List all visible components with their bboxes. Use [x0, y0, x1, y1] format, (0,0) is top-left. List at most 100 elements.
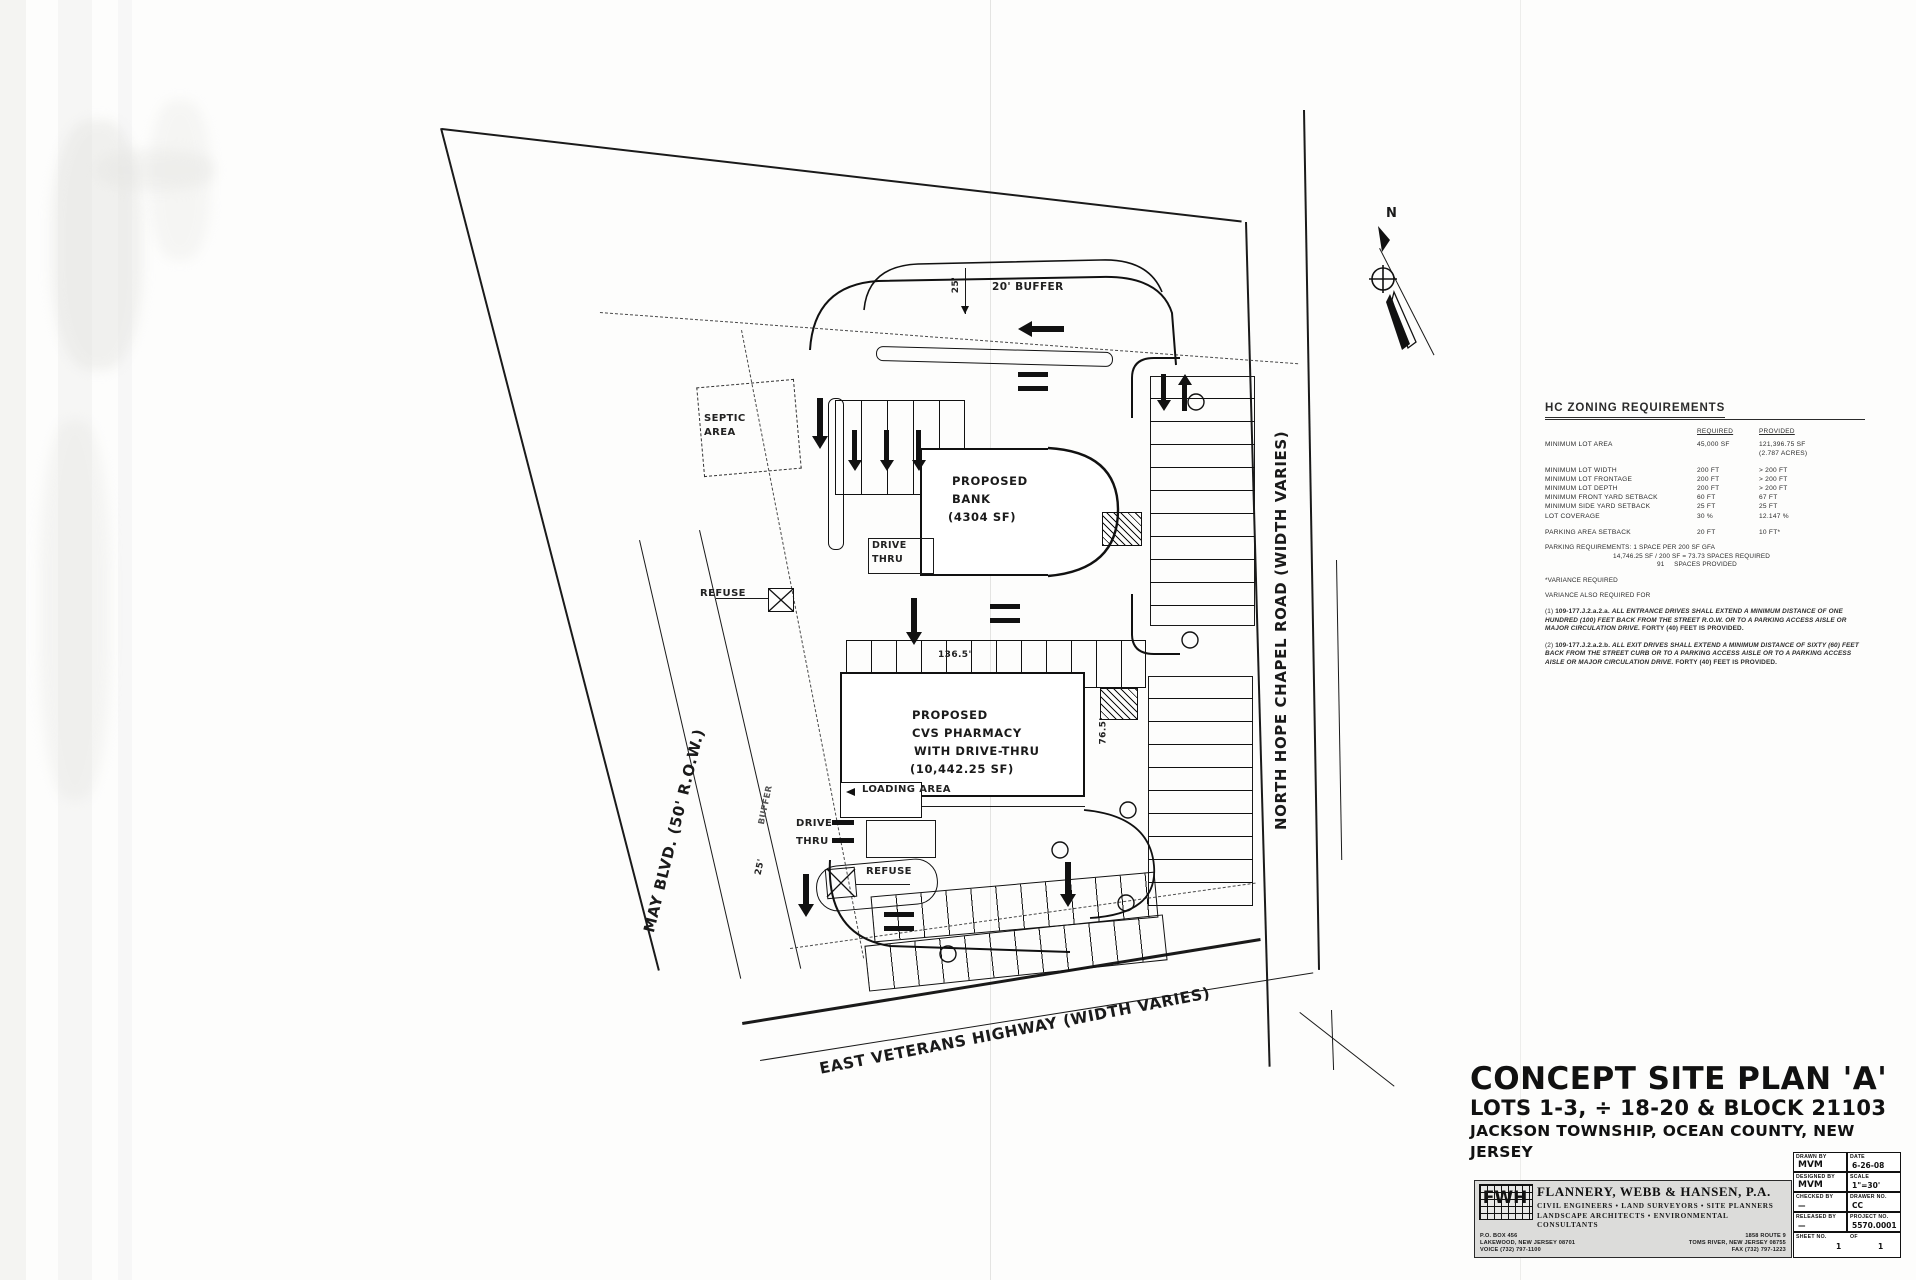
- scan-fold-line: [1520, 0, 1521, 1280]
- drawn-by-cell[interactable]: DRAWN BY MVM: [1793, 1152, 1847, 1172]
- zoning-row-required: 200 FT: [1697, 485, 1720, 493]
- office2-line2: TOMS RIVER, NEW JERSEY 08755: [1688, 1240, 1786, 1246]
- entrance-drive-inner-curb: [863, 259, 1163, 311]
- traffic-arrow-down-7: [1060, 862, 1076, 907]
- fwh-logo-text: FWH: [1482, 1188, 1528, 1208]
- zoning-row-required: 200 FT: [1697, 475, 1720, 483]
- sheet-of-value: 1: [1878, 1242, 1884, 1251]
- drawer-no-cell[interactable]: DRAWER NO. CC: [1847, 1192, 1901, 1212]
- scale-cell[interactable]: SCALE 1"=30': [1847, 1172, 1901, 1192]
- drawer-no-value: CC: [1852, 1201, 1864, 1210]
- released-by-cell[interactable]: RELEASED BY —: [1793, 1212, 1847, 1232]
- parking-count-marker: [1119, 801, 1137, 819]
- zoning-row-required: [1697, 449, 1759, 458]
- traffic-arrow-right-2: [884, 926, 914, 931]
- municipality-line: JACKSON TOWNSHIP, OCEAN COUNTY, NEW JERS…: [1470, 1122, 1855, 1161]
- parking-count-marker: [1051, 841, 1069, 859]
- sheet-no-label: SHEET NO.: [1796, 1234, 1827, 1240]
- refuse-enclosure-upper-x: [768, 588, 794, 612]
- drive-thru-arrow-2: [832, 838, 854, 843]
- variance-note-emphasis: FORTY (40) FEET IS PROVIDED.: [1675, 658, 1778, 666]
- sheet-no-cell[interactable]: SHEET NO. OF 1 1: [1793, 1232, 1901, 1258]
- veterans-hwy-connector: [1299, 1012, 1395, 1087]
- variance-note-text: ALL EXIT DRIVES SHALL EXTEND A MINIMUM D…: [1545, 641, 1859, 666]
- project-no-label: PROJECT NO.: [1850, 1214, 1889, 1220]
- road-label-veterans-hwy: EAST VETERANS HIGHWAY (WIDTH VARIES): [818, 984, 1212, 1078]
- zoning-row-label: MINIMUM LOT FRONTAGE: [1545, 475, 1633, 483]
- zoning-row-provided: 25 FT: [1759, 503, 1778, 511]
- southeast-drive-curb: [1083, 809, 1156, 919]
- zoning-row-provided: 121,396.75 SF: [1759, 441, 1806, 449]
- parking-provided-label: SPACES PROVIDED: [1674, 561, 1737, 569]
- firm-services-line-2: LANDSCAPE ARCHITECTS • ENVIRONMENTAL CON…: [1537, 1211, 1729, 1229]
- traffic-arrow-left-1-head: [1018, 321, 1032, 337]
- scan-artifact: [52, 120, 142, 370]
- zoning-title-rule: [1545, 419, 1865, 420]
- zoning-requirements-block: HC ZONING REQUIREMENTS REQUIRED PROVIDED…: [1545, 398, 1865, 676]
- checked-by-cell[interactable]: CHECKED BY —: [1793, 1192, 1847, 1212]
- traffic-arrow-right-1: [884, 912, 914, 917]
- parking-requirements-heading: PARKING REQUIREMENTS: 1 SPACE PER 200 SF…: [1545, 544, 1716, 552]
- traffic-arrow-down-5: [1157, 374, 1171, 411]
- bank-drive-thru-label-2: THRU: [872, 554, 904, 565]
- firm-office-toms-river: 1858 ROUTE 9 TOMS RIVER, NEW JERSEY 0875…: [1689, 1233, 1786, 1254]
- office2-line1: 1858 ROUTE 9: [1745, 1233, 1786, 1239]
- property-line-west: [440, 128, 660, 971]
- refuse-lower-leader: [856, 884, 910, 885]
- north-arrow-head: [1378, 226, 1390, 252]
- north-arrow-circle: [1369, 265, 1397, 293]
- variance-note-citation: 109-177.J.2.a.2.a.: [1555, 608, 1612, 615]
- drawer-no-label: DRAWER NO.: [1850, 1194, 1887, 1200]
- zoning-row-label: MINIMUM LOT WIDTH: [1545, 466, 1617, 474]
- variance-note-body: (1) 109-177.J.2.a.2.a. ALL ENTRANCE DRIV…: [1545, 608, 1865, 634]
- info-row-designed-scale: DESIGNED BY MVM SCALE 1"=30': [1793, 1172, 1901, 1192]
- variance-also-required-note: VARIANCE ALSO REQUIRED FOR: [1545, 592, 1651, 600]
- variance-note-emphasis: FORTY (40) FEET IS PROVIDED.: [1642, 625, 1744, 633]
- zoning-column-headers: REQUIRED PROVIDED: [1545, 427, 1865, 436]
- project-no-cell[interactable]: PROJECT NO. 5570.0001: [1847, 1212, 1901, 1232]
- title-block: CONCEPT SITE PLAN 'A' LOTS 1-3, ÷ 18-20 …: [1470, 1062, 1900, 1163]
- office2-line3: FAX (732) 797-1223: [1731, 1247, 1786, 1253]
- zoning-title: HC ZONING REQUIREMENTS: [1545, 402, 1726, 418]
- east-parking-stripes-upper: [1150, 376, 1255, 626]
- scan-artifact: [95, 150, 215, 190]
- designed-by-value: MVM: [1798, 1180, 1823, 1190]
- date-cell[interactable]: DATE 6-26-08: [1847, 1152, 1901, 1172]
- variance-note-body: (2) 109-177.J.2.a.2.b. ALL EXIT DRIVES S…: [1545, 642, 1865, 668]
- lots-line: LOTS 1-3, ÷ 18-20 & BLOCK 21103: [1470, 1096, 1887, 1120]
- pharmacy-drive-thru-canopy: [866, 820, 936, 858]
- scale-label: SCALE: [1850, 1174, 1870, 1180]
- zoning-row-provided: 67 FT: [1759, 494, 1778, 502]
- project-no-value: 5570.0001: [1852, 1221, 1897, 1230]
- loading-area-leader-arrow: [846, 788, 855, 796]
- road-label-hope-chapel: NORTH HOPE CHAPEL ROAD (WIDTH VARIES): [1272, 430, 1290, 830]
- zoning-row-required: 20 FT: [1697, 528, 1716, 536]
- drawing-info-boxes: DRAWN BY MVM DATE 6-26-08 DESIGNED BY MV…: [1793, 1152, 1901, 1258]
- info-row-released-project: RELEASED BY — PROJECT NO. 5570.0001: [1793, 1212, 1901, 1232]
- zoning-row-label: MINIMUM FRONT YARD SETBACK: [1545, 494, 1658, 502]
- variance-note: (1) 109-177.J.2.a.2.a. ALL ENTRANCE DRIV…: [1545, 608, 1865, 634]
- designed-by-cell[interactable]: DESIGNED BY MVM: [1793, 1172, 1847, 1192]
- pharmacy-depth-dimension: 76.5': [1098, 717, 1109, 745]
- pharmacy-service-pad: [1100, 688, 1138, 720]
- sheet-title: CONCEPT SITE PLAN 'A': [1470, 1061, 1888, 1097]
- buffer-dim-arrow: [961, 306, 969, 314]
- west-buffer-dimension-label: 25': [753, 857, 767, 877]
- entrance-drive-curb: [809, 275, 1177, 366]
- traffic-arrow-down-6: [906, 598, 922, 645]
- date-value: 6-26-08: [1852, 1161, 1885, 1170]
- zoning-row-provided: > 200 FT: [1759, 466, 1788, 474]
- firm-name: FLANNERY, WEBB & HANSEN, P.A.: [1537, 1184, 1771, 1199]
- bank-label-line1: PROPOSED: [952, 474, 1028, 488]
- scan-artifact: [150, 100, 210, 260]
- zoning-col-provided: PROVIDED: [1759, 428, 1795, 435]
- zoning-row-required: 30 %: [1697, 512, 1714, 520]
- south-drive-curb: [828, 859, 1071, 953]
- hope-chapel-edge-line: [1303, 110, 1321, 970]
- variance-notes-container: (1) 109-177.J.2.a.2.a. ALL ENTRANCE DRIV…: [1545, 608, 1865, 668]
- office1-line1: P.O. BOX 456: [1480, 1233, 1518, 1239]
- pharmacy-building-outline: [840, 672, 1085, 797]
